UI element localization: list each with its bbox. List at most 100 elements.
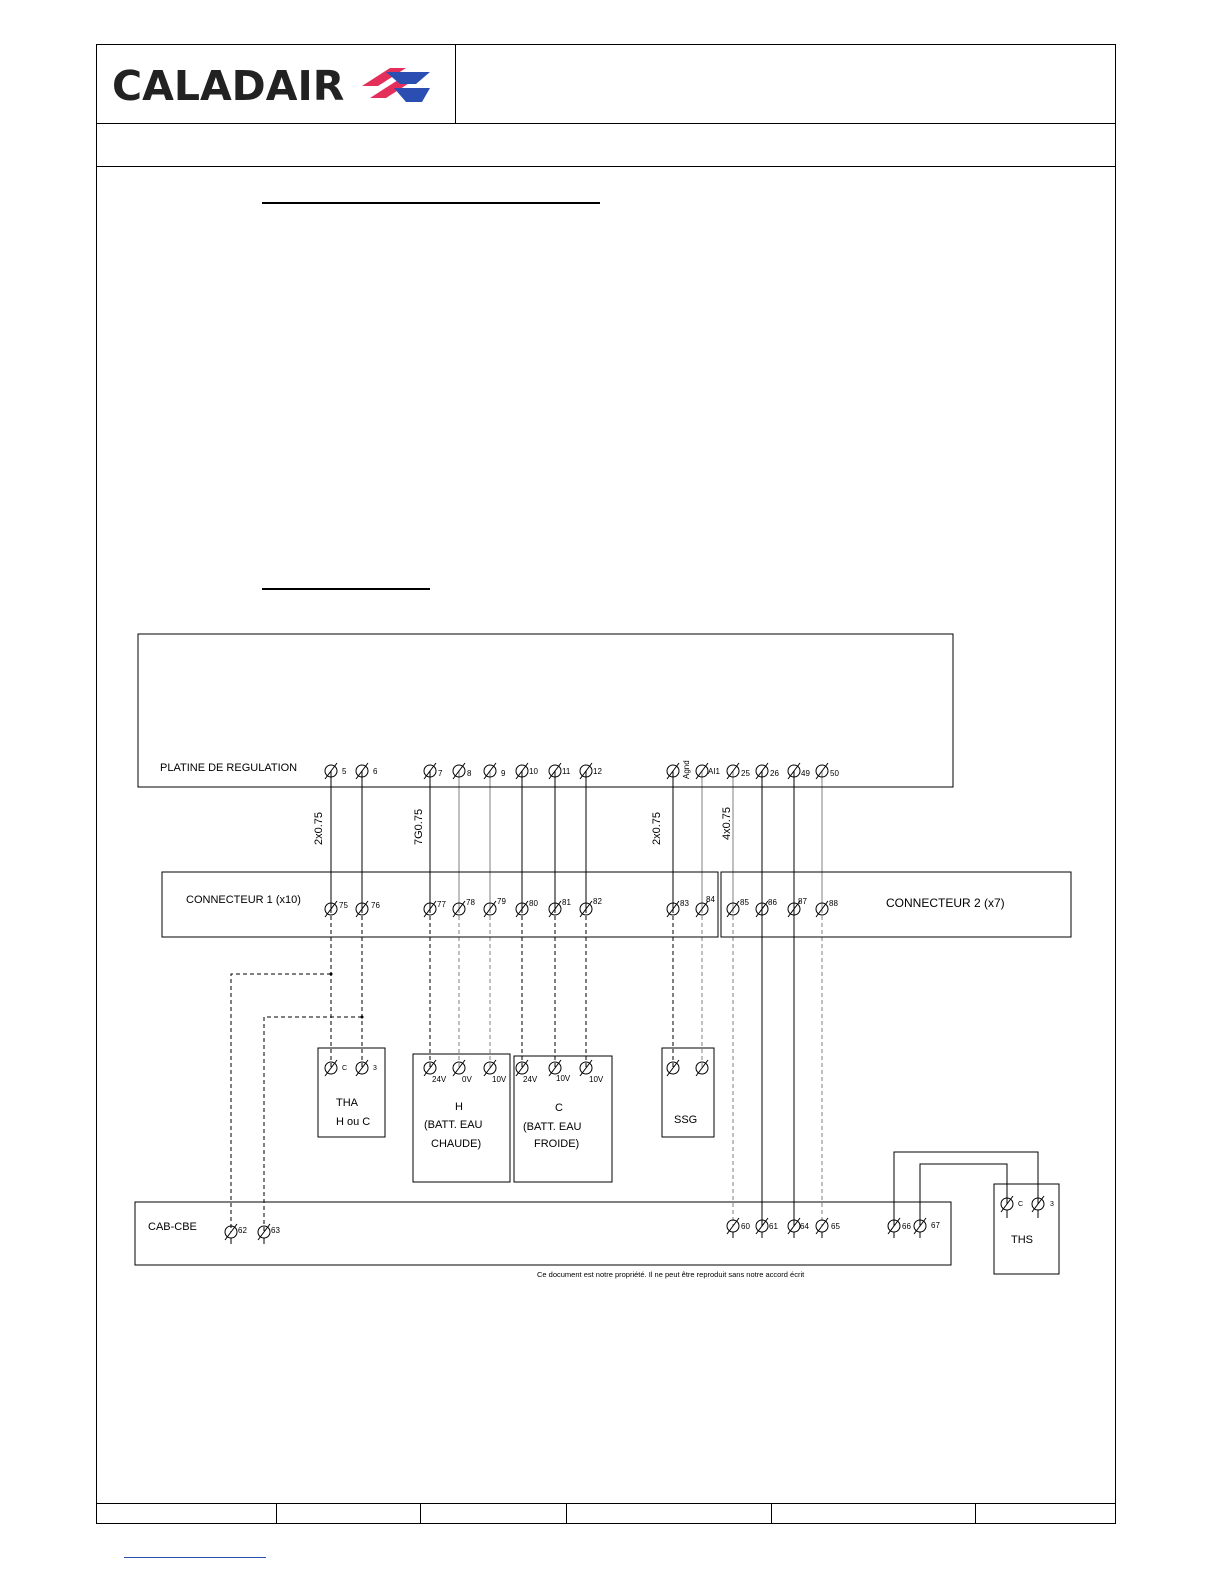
c-term-10v-a: 10V	[556, 1074, 571, 1083]
h-label: H	[455, 1101, 463, 1113]
conn-term-83: 83	[680, 899, 689, 908]
platine-term-ai1: AI1	[708, 767, 721, 776]
ssg-label: SSG	[674, 1114, 697, 1126]
ths-box	[993, 1183, 1060, 1275]
cab-term-64: 64	[800, 1222, 809, 1231]
h-box	[412, 1053, 511, 1183]
footer-cell-divider-3	[566, 1503, 567, 1523]
ths-label: THS	[1011, 1234, 1033, 1246]
header-divider-vertical	[455, 44, 456, 124]
brand-logo: CALADAIR	[112, 62, 442, 112]
confidentiality-note: Ce document est notre propriété. Il ne p…	[537, 1270, 805, 1279]
platine-term-7: 7	[438, 769, 443, 778]
conn-term-81: 81	[562, 898, 571, 907]
platine-terminals	[324, 762, 829, 780]
cropped-link-underline	[124, 1557, 266, 1558]
conn-term-86: 86	[768, 898, 777, 907]
connecteur2-label: CONNECTEUR 2 (x7)	[886, 896, 1005, 910]
cab-terminals	[224, 1195, 1045, 1241]
connecteur1-label: CONNECTEUR 1 (x10)	[186, 894, 301, 906]
cab-term-65: 65	[831, 1222, 840, 1231]
h-term-0v: 0V	[462, 1075, 472, 1084]
tha-sublabel: H ou C	[336, 1116, 370, 1128]
wire-label-4: 4x0.75	[721, 807, 733, 840]
footer-cell-divider-1	[276, 1503, 277, 1523]
connecteur2-box	[720, 871, 1072, 938]
c-term-10v-b: 10V	[589, 1075, 604, 1084]
cab-term-66: 66	[902, 1222, 911, 1231]
platine-term-9: 9	[501, 769, 506, 778]
footer-row	[96, 1503, 1116, 1504]
h-term-24v: 24V	[432, 1075, 447, 1084]
connecteur-terminals	[324, 900, 829, 918]
header-divider-1	[96, 123, 1116, 124]
footer-cell-divider-4	[771, 1503, 772, 1523]
conn-term-77: 77	[437, 900, 446, 909]
c-label: C	[555, 1102, 563, 1114]
h-sublabel-2: CHAUDE)	[431, 1138, 481, 1150]
tha-term-c: C	[342, 1065, 347, 1072]
conn-term-82: 82	[593, 897, 602, 906]
wire-label-3: 2x0.75	[651, 812, 663, 845]
ths-term-3: 3	[1050, 1201, 1054, 1208]
platine-term-26: 26	[770, 769, 779, 778]
conn-term-85: 85	[740, 898, 749, 907]
tha-term-3: 3	[373, 1065, 377, 1072]
section-title-2	[262, 566, 430, 590]
conn-term-78: 78	[466, 898, 475, 907]
tha-label: THA	[336, 1097, 359, 1109]
wire-67-thsc	[919, 1163, 1008, 1226]
platine-term-12: 12	[593, 767, 602, 776]
junction-dots	[329, 972, 364, 1019]
wire-62-branch	[230, 973, 331, 1232]
conn-term-87: 87	[798, 897, 807, 906]
c-sublabel-1: (BATT. EAU	[523, 1121, 582, 1133]
cab-term-63: 63	[271, 1226, 280, 1235]
cab-box	[134, 1201, 952, 1266]
terminal-stubs	[230, 1210, 1039, 1244]
platine-term-50: 50	[830, 769, 839, 778]
footer-cell-divider-5	[975, 1503, 976, 1523]
platine-label: PLATINE DE REGULATION	[160, 762, 297, 774]
wire-66-ths3	[893, 1151, 1039, 1226]
platine-term-25: 25	[741, 769, 750, 778]
footer-cell-divider-2	[420, 1503, 421, 1523]
conn-term-80: 80	[529, 899, 538, 908]
platine-term-5: 5	[342, 767, 347, 776]
conn-term-84: 84	[706, 895, 715, 904]
cab-term-60: 60	[741, 1222, 750, 1231]
connecteur1-box	[161, 871, 719, 938]
platine-term-11: 11	[562, 767, 571, 776]
conn-term-75: 75	[339, 901, 348, 910]
tha-box	[317, 1047, 386, 1138]
c-box	[513, 1055, 613, 1183]
wire-63-branch	[263, 1016, 362, 1232]
section-title-1	[262, 180, 600, 204]
platine-term-agnd: Agnd	[682, 760, 691, 779]
ssg-box	[661, 1047, 715, 1138]
platine-term-6: 6	[373, 767, 378, 776]
h-sublabel-1: (BATT. EAU	[424, 1119, 483, 1131]
header-divider-2	[96, 166, 1116, 167]
platine-box	[137, 633, 954, 788]
conn-term-76: 76	[371, 901, 380, 910]
conn-term-79: 79	[497, 897, 506, 906]
cab-label: CAB-CBE	[148, 1221, 197, 1233]
cab-term-61: 61	[769, 1222, 778, 1231]
cab-term-62: 62	[238, 1226, 247, 1235]
device-terminals	[324, 1059, 709, 1077]
brand-logo-text: CALADAIR	[112, 62, 345, 110]
platine-term-49: 49	[801, 769, 810, 778]
ths-term-c: C	[1018, 1201, 1023, 1208]
wire-label-1: 2x0.75	[313, 812, 325, 845]
brand-logo-mark	[362, 68, 430, 102]
platine-term-10: 10	[529, 767, 538, 776]
c-term-24v: 24V	[523, 1075, 538, 1084]
wire-label-2: 7G0.75	[413, 809, 425, 845]
cab-term-67: 67	[931, 1221, 940, 1230]
conn-term-88: 88	[829, 899, 838, 908]
page-frame	[96, 44, 1116, 1524]
platine-term-8: 8	[467, 769, 472, 778]
c-sublabel-2: FROIDE)	[534, 1138, 579, 1150]
